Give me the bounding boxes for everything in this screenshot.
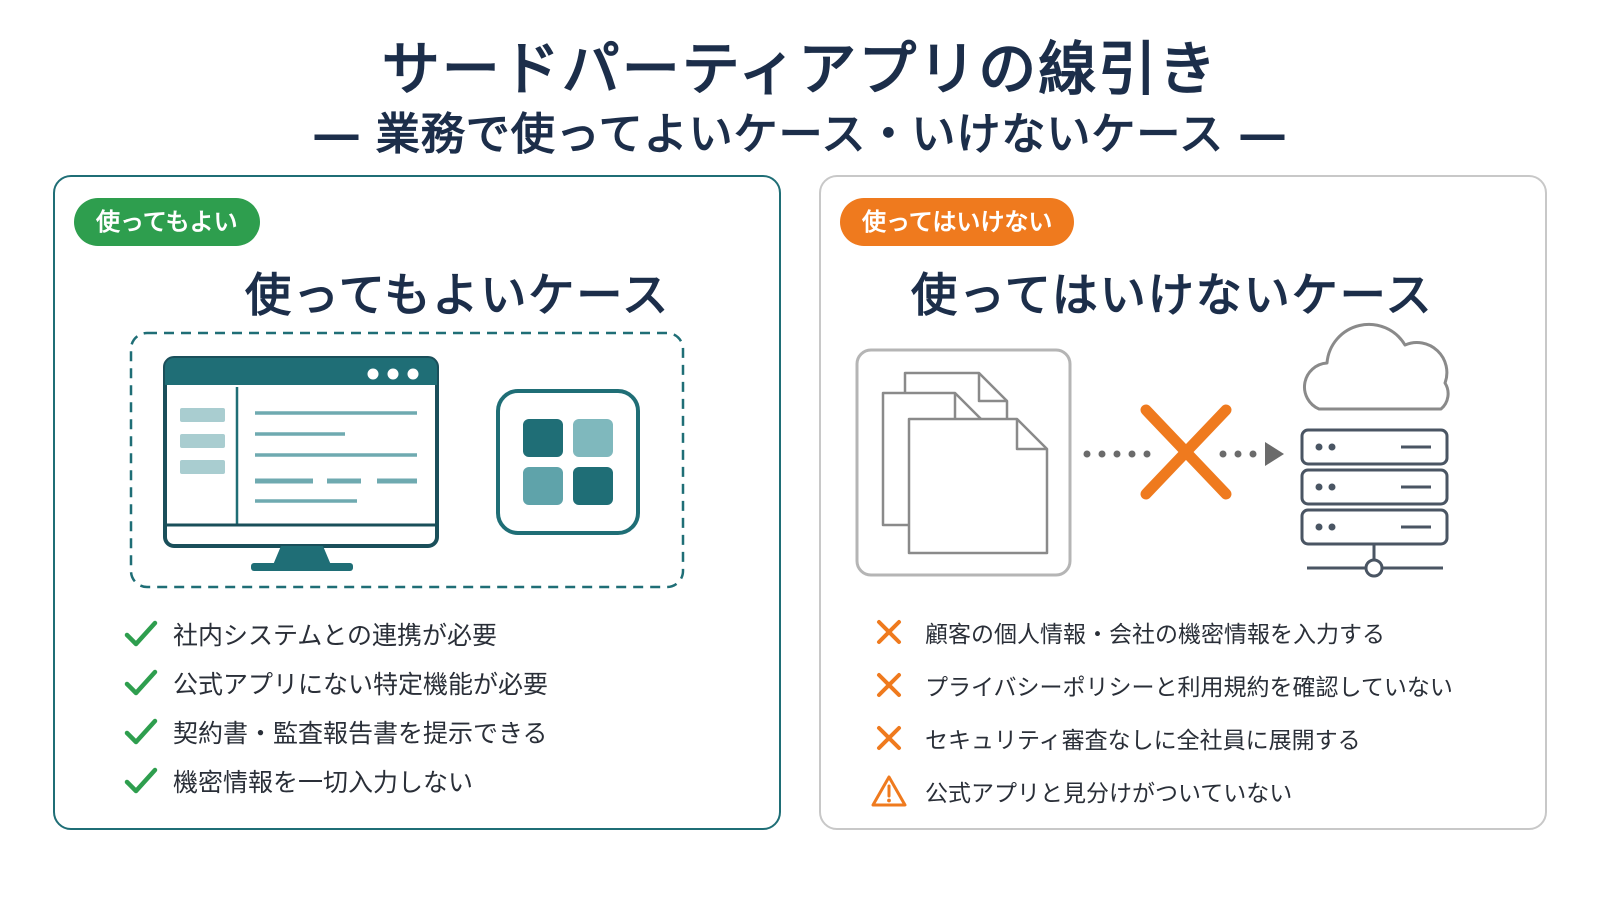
cross-icon — [871, 720, 907, 756]
integration-boundary — [129, 331, 685, 589]
list-item: 機密情報を一切入力しない — [123, 756, 548, 805]
list-item-label: セキュリティ審査なしに全社員に展開する — [925, 727, 1361, 754]
blocked-transfer-arrow — [1083, 442, 1284, 466]
list-item: 顧客の個人情報・会社の機密情報を入力する — [871, 605, 1453, 658]
block-cross-icon — [1140, 404, 1232, 500]
list-item: 社内システムとの連携が必要 — [123, 609, 548, 658]
cross-icon — [871, 667, 907, 703]
list-item-label: 顧客の個人情報・会社の機密情報を入力する — [925, 621, 1385, 648]
documents-icon — [855, 348, 1072, 577]
cloud-icon — [1302, 322, 1450, 411]
list-item-label: 契約書・監査報告書を提示できる — [173, 718, 548, 748]
list-item: 公式アプリと見分けがついていない — [871, 764, 1453, 817]
list-item-label: 公式アプリにない特定機能が必要 — [173, 669, 549, 699]
allowed-heading: 使ってもよいケース — [245, 268, 671, 322]
check-icon — [123, 616, 159, 652]
page-subtitle: ― 業務で使ってよいケース・いけないケース ― — [314, 109, 1286, 160]
page-title: サードパーティアプリの線引き — [381, 35, 1219, 103]
warning-icon — [871, 773, 907, 809]
cross-icon — [871, 614, 907, 650]
list-item: プライバシーポリシーと利用規約を確認していない — [871, 658, 1453, 711]
check-icon — [123, 763, 159, 799]
list-item-label: プライバシーポリシーと利用規約を確認していない — [925, 674, 1453, 701]
list-item-label: 機密情報を一切入力しない — [173, 767, 474, 797]
server-icon — [1300, 428, 1449, 578]
allowed-illustration — [129, 331, 685, 589]
forbidden-panel: 使ってはいけない 使ってはいけないケース — [819, 175, 1547, 830]
list-item-label: 公式アプリと見分けがついていない — [925, 780, 1293, 807]
list-item: 公式アプリにない特定機能が必要 — [123, 658, 548, 707]
forbidden-list: 顧客の個人情報・会社の機密情報を入力する プライバシーポリシーと利用規約を確認し… — [871, 605, 1453, 817]
forbidden-badge: 使ってはいけない — [840, 198, 1075, 246]
list-item: セキュリティ審査なしに全社員に展開する — [871, 711, 1453, 764]
list-item: 契約書・監査報告書を提示できる — [123, 707, 548, 756]
forbidden-illustration — [855, 322, 1450, 578]
forbidden-heading: 使ってはいけないケース — [911, 268, 1434, 322]
check-icon — [123, 714, 159, 750]
check-icon — [123, 665, 159, 701]
allowed-badge: 使ってもよい — [74, 198, 260, 246]
list-item-label: 社内システムとの連携が必要 — [173, 620, 498, 650]
allowed-list: 社内システムとの連携が必要 公式アプリにない特定機能が必要 契約書・監査報告書を… — [123, 609, 548, 805]
app-grid-icon — [496, 389, 640, 535]
allowed-panel: 使ってもよい 使ってもよいケース — [53, 175, 781, 830]
monitor-icon — [163, 356, 439, 571]
